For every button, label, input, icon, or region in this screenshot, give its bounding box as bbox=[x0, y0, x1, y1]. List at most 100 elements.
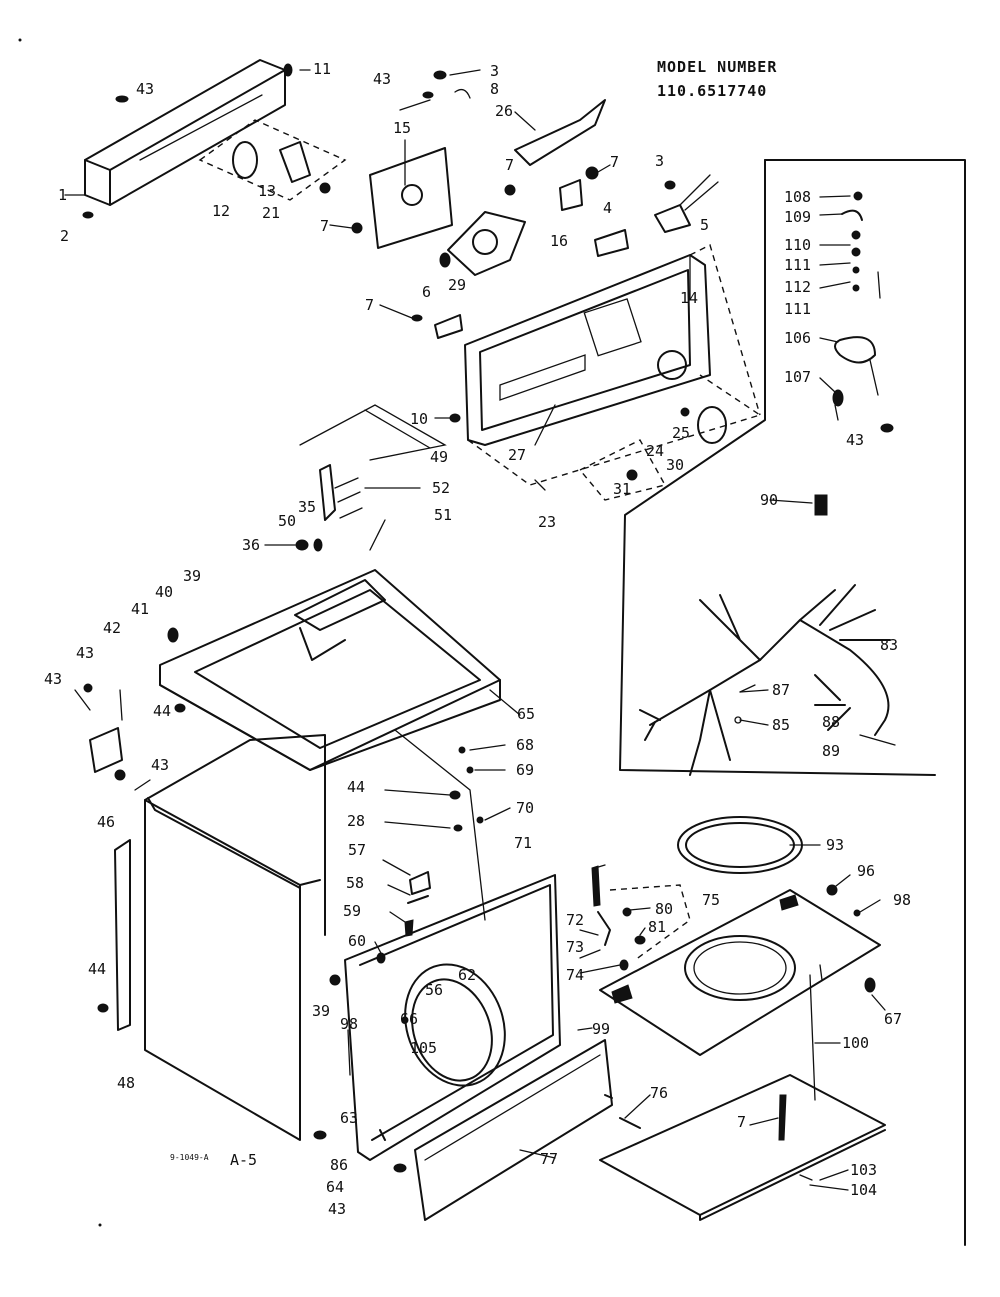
wiring-harness bbox=[639, 584, 896, 776]
callout: 26 bbox=[495, 102, 513, 120]
callout: 72 bbox=[566, 911, 584, 929]
callout: 93 bbox=[826, 836, 844, 854]
callout: 87 bbox=[772, 681, 790, 699]
callout: 65 bbox=[517, 705, 535, 723]
door-hinge-parts bbox=[591, 865, 691, 971]
callout: 23 bbox=[538, 513, 556, 531]
top-small-parts bbox=[422, 70, 719, 257]
callout: 44 bbox=[153, 702, 171, 720]
callout: 25 bbox=[672, 424, 690, 442]
callout: 50 bbox=[278, 512, 296, 530]
callout: 75 bbox=[702, 891, 720, 909]
callout: 48 bbox=[117, 1074, 135, 1092]
callout: 106 bbox=[784, 329, 811, 347]
callout: 31 bbox=[613, 480, 631, 498]
cabinet-body bbox=[97, 729, 486, 1141]
callout: 51 bbox=[434, 506, 452, 524]
callout: 36 bbox=[242, 536, 260, 554]
callout: 35 bbox=[298, 498, 316, 516]
callout: 43 bbox=[44, 670, 62, 688]
callout: 10 bbox=[410, 410, 428, 428]
callout: 98 bbox=[893, 891, 911, 909]
callout: 8 bbox=[490, 80, 499, 98]
callout: 44 bbox=[347, 778, 365, 796]
callout: 96 bbox=[857, 862, 875, 880]
callout: 7 bbox=[737, 1113, 746, 1131]
model-number-label: MODEL NUMBER bbox=[657, 58, 777, 76]
callout: 12 bbox=[212, 202, 230, 220]
callout: 89 bbox=[822, 742, 840, 760]
callout: 105 bbox=[410, 1039, 437, 1057]
callout: 43 bbox=[328, 1200, 346, 1218]
callout: 7 bbox=[505, 156, 514, 174]
callout: 83 bbox=[880, 636, 898, 654]
console-housing bbox=[411, 243, 762, 501]
callout: 109 bbox=[784, 208, 811, 226]
callout: 43 bbox=[76, 644, 94, 662]
callout: 46 bbox=[97, 813, 115, 831]
callout: 2 bbox=[60, 227, 69, 245]
callout: 21 bbox=[262, 204, 280, 222]
callout: 43 bbox=[846, 431, 864, 449]
callout: 66 bbox=[400, 1010, 418, 1028]
callout: 60 bbox=[348, 932, 366, 950]
figure-code: A-5 bbox=[230, 1151, 257, 1169]
callout: 1 bbox=[58, 186, 67, 204]
hinge-bracket bbox=[83, 683, 186, 781]
callout: 39 bbox=[312, 1002, 330, 1020]
backsplash-panel bbox=[84, 59, 286, 206]
cabinet-top bbox=[159, 569, 501, 771]
callout: 112 bbox=[784, 278, 811, 296]
switch-bracket bbox=[198, 119, 347, 201]
callout: 63 bbox=[340, 1109, 358, 1127]
callout: 14 bbox=[680, 289, 698, 307]
toe-kick-panel bbox=[313, 1039, 613, 1221]
callout: 71 bbox=[514, 834, 532, 852]
callout: 62 bbox=[458, 966, 476, 984]
panel-screws bbox=[82, 63, 293, 219]
callout: 64 bbox=[326, 1178, 344, 1196]
callout: 3 bbox=[655, 152, 664, 170]
callout: 74 bbox=[566, 966, 584, 984]
callout: 81 bbox=[648, 918, 666, 936]
wiring-inset-frame bbox=[619, 159, 966, 1246]
callout: 7 bbox=[610, 153, 619, 171]
callout: 28 bbox=[347, 812, 365, 830]
terminal-block bbox=[814, 494, 828, 516]
callout: 67 bbox=[884, 1010, 902, 1028]
callout: 40 bbox=[155, 583, 173, 601]
callout: 7 bbox=[365, 296, 374, 314]
callout: 43 bbox=[373, 70, 391, 88]
callout: 59 bbox=[343, 902, 361, 920]
callout: 103 bbox=[850, 1161, 877, 1179]
model-number-value: 110.6517740 bbox=[657, 82, 767, 100]
callout: 29 bbox=[448, 276, 466, 294]
base-plate bbox=[599, 1074, 886, 1221]
figure-small-code: 9-1049-A bbox=[170, 1153, 209, 1162]
callout: 108 bbox=[784, 188, 811, 206]
callout: 3 bbox=[490, 62, 499, 80]
callout: 111 bbox=[784, 256, 811, 274]
top-wire-assembly bbox=[295, 404, 447, 552]
cabinet-side-parts bbox=[376, 746, 484, 964]
callout: 104 bbox=[850, 1181, 877, 1199]
callout: 5 bbox=[700, 216, 709, 234]
callout: 44 bbox=[88, 960, 106, 978]
callout: 15 bbox=[393, 119, 411, 137]
callout: 80 bbox=[655, 900, 673, 918]
callout: 11 bbox=[313, 60, 331, 78]
callout: 24 bbox=[646, 442, 664, 460]
callout: 111 bbox=[784, 300, 811, 318]
callout: 110 bbox=[784, 236, 811, 254]
callout: 13 bbox=[258, 182, 276, 200]
callout: 30 bbox=[666, 456, 684, 474]
callout: 57 bbox=[348, 841, 366, 859]
callout: 100 bbox=[842, 1034, 869, 1052]
timer-bracket bbox=[439, 184, 526, 276]
callout: 42 bbox=[103, 619, 121, 637]
callout: 70 bbox=[516, 799, 534, 817]
callout: 43 bbox=[151, 756, 169, 774]
callout: 85 bbox=[772, 716, 790, 734]
